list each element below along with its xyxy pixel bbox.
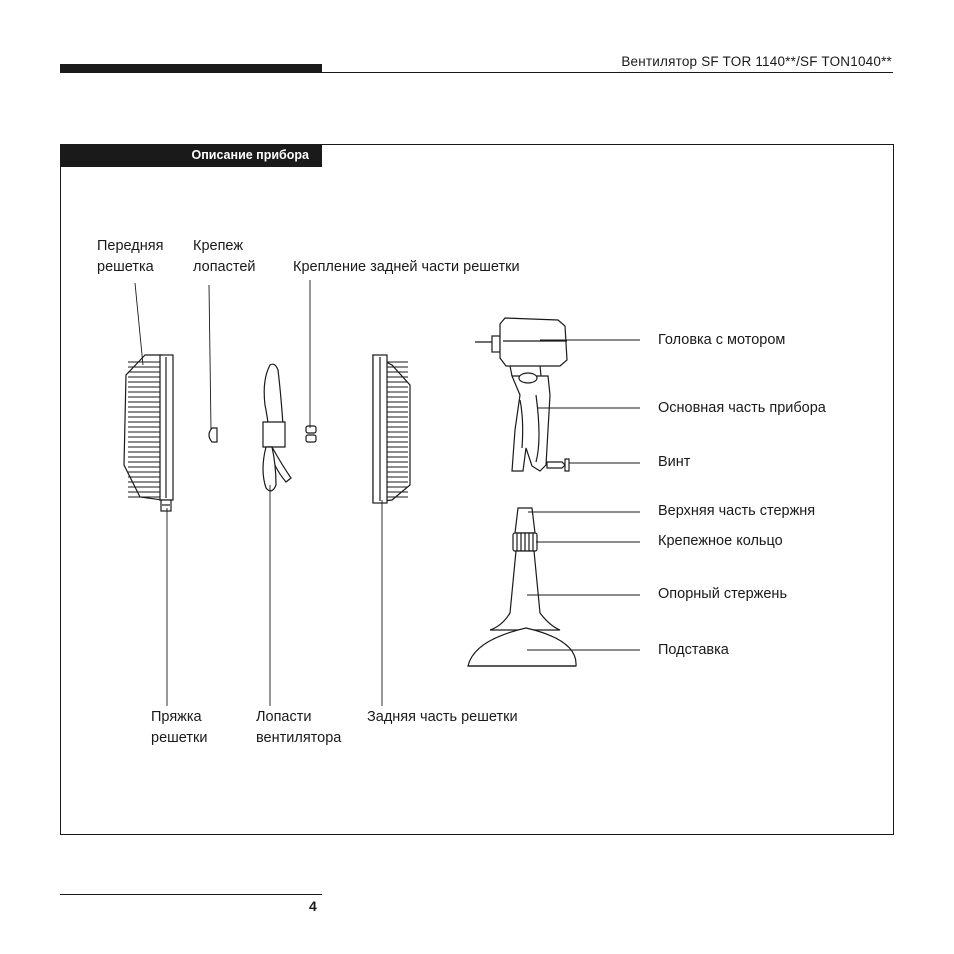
label-blade-fastener-line1: Крепеж [193, 238, 244, 254]
label-screw: Винт [658, 454, 691, 470]
label-base: Подставка [658, 642, 729, 658]
label-front-grille-line2: решетка [97, 259, 154, 275]
label-blade-fastener-line2: лопастей [193, 259, 256, 275]
label-motor-head: Головка с мотором [658, 332, 786, 348]
front-grille-drawing [123, 354, 174, 512]
footer-rule [60, 894, 322, 895]
label-fixing-ring: Крепежное кольцо [658, 533, 783, 549]
rear-grille-drawing [372, 354, 411, 504]
motor-head-drawing [475, 317, 568, 377]
document-header-title: Вентилятор SF TOR 1140**/SF TON1040** [621, 54, 892, 69]
label-fan-blades: Лопасти вентилятора [256, 707, 341, 749]
stand-drawing [467, 507, 577, 667]
header-bar [60, 64, 322, 73]
rear-grille-mount-drawing [305, 425, 317, 443]
label-front-grille-line1: Передняя [97, 238, 164, 254]
blade-fastener-drawing [208, 427, 218, 443]
label-fan-blades-line2: вентилятора [256, 730, 342, 746]
page-number: 4 [309, 898, 317, 914]
label-front-grille: Передняя решетка [97, 236, 163, 278]
label-blade-fastener: Крепеж лопастей [193, 236, 256, 278]
label-rod-top: Верхняя часть стержня [658, 503, 816, 519]
label-rear-grille: Задняя часть решетки [367, 709, 518, 725]
header-rule [322, 72, 893, 73]
label-grille-clip-line1: Пряжка [151, 709, 202, 725]
diagram-frame [60, 144, 894, 835]
label-rear-grille-mount: Крепление задней части решетки [293, 259, 520, 275]
section-title: Описание прибора [60, 144, 322, 167]
label-grille-clip-line2: решетки [151, 730, 208, 746]
fan-blades-drawing [262, 363, 292, 492]
label-main-body: Основная часть прибора [658, 400, 826, 416]
label-support-rod: Опорный стержень [658, 586, 787, 602]
label-fan-blades-line1: Лопасти [256, 709, 312, 725]
main-body-drawing [511, 372, 551, 472]
label-grille-clip: Пряжка решетки [151, 707, 207, 749]
screw-drawing [546, 458, 570, 472]
leader-lines [134, 280, 640, 706]
